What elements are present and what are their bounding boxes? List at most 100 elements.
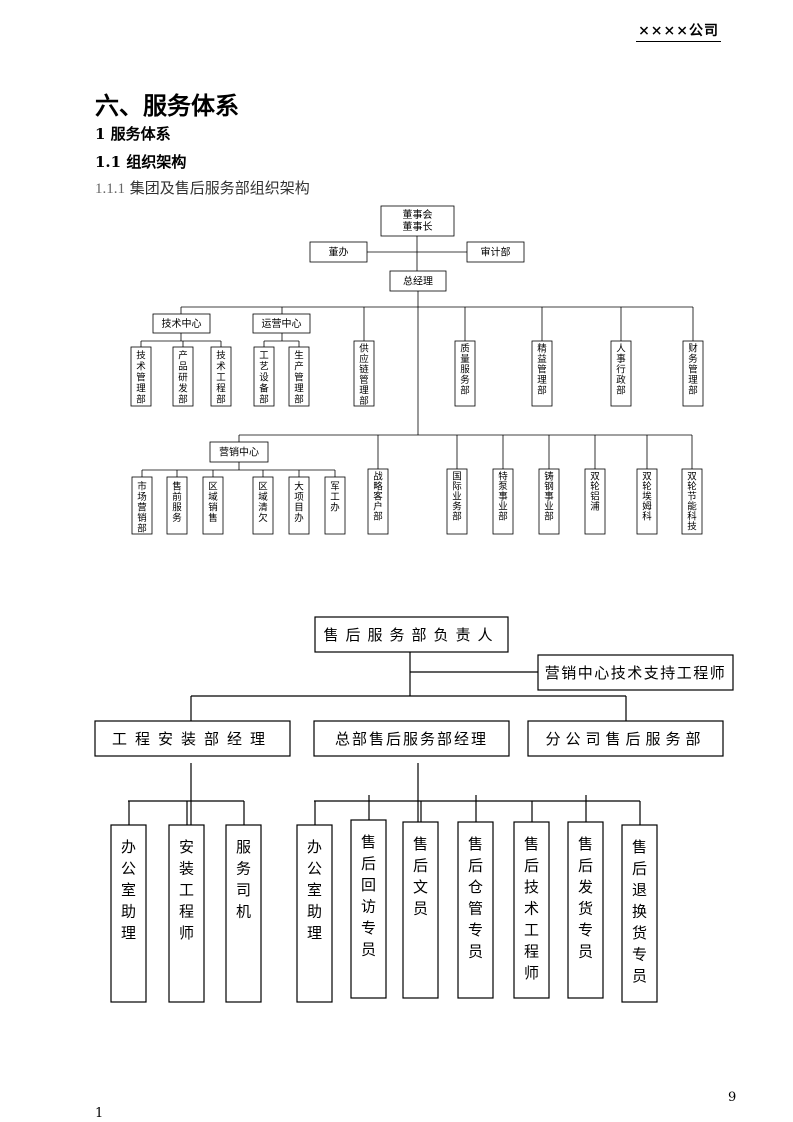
business-unit-box <box>636 468 658 535</box>
sales-unit-box <box>288 476 310 535</box>
tech-unit-char: 产 <box>178 350 188 362</box>
ops-center-label: 运营中心 <box>262 317 302 330</box>
business-unit-char: 姆 <box>642 501 652 513</box>
hq-staff-box <box>350 819 387 999</box>
hq-staff-char: 专 <box>361 919 376 937</box>
tech-unit-char: 部 <box>178 394 188 406</box>
audit-dept-label: 审计部 <box>481 246 511 259</box>
hq-staff-char: 后 <box>524 857 539 875</box>
hq-staff-char: 后 <box>632 860 647 878</box>
sales-unit-char: 市 <box>137 481 147 493</box>
hq-after-sales-manager-box <box>313 720 510 757</box>
business-unit-box <box>681 468 703 535</box>
dept-box <box>353 340 375 407</box>
dept-char: 财 <box>688 343 698 355</box>
tech-support-engineer-box <box>537 654 734 691</box>
business-unit-char: 部 <box>498 511 508 523</box>
tech-unit-char: 技 <box>136 350 146 362</box>
hq-staff-char: 访 <box>361 898 376 916</box>
hq-after-sales-manager-label: 总部售后服务部经理 <box>335 730 488 748</box>
dept-char: 务 <box>460 374 470 386</box>
tech-center-box <box>152 313 211 334</box>
sales-unit-char: 区 <box>258 482 268 493</box>
sales-unit-char: 域 <box>258 491 268 503</box>
dept-char: 部 <box>616 385 626 397</box>
tech-unit-char: 程 <box>216 384 226 395</box>
install-staff-char: 理 <box>121 924 136 942</box>
tech-unit-box <box>172 346 194 407</box>
business-unit-char: 钢 <box>544 481 554 493</box>
board-office-box <box>309 241 368 263</box>
tech-unit-box <box>130 346 152 407</box>
install-staff-char: 司 <box>236 881 251 899</box>
sales-unit-char: 营 <box>137 502 147 514</box>
sales-center-label: 营销中心 <box>219 446 259 459</box>
business-unit-char: 能 <box>687 501 697 513</box>
hq-staff-char: 发 <box>578 878 593 896</box>
hq-staff-char: 售 <box>632 838 647 856</box>
install-staff-box <box>225 824 262 1003</box>
ops-center-box <box>252 313 311 334</box>
business-unit-char: 际 <box>452 482 462 493</box>
dept-box <box>610 340 632 407</box>
hq-staff-char: 技 <box>524 878 539 896</box>
hq-staff-char: 员 <box>578 943 593 961</box>
business-unit-box <box>584 468 606 535</box>
install-staff-char: 公 <box>121 860 136 878</box>
sales-unit-box <box>131 476 153 535</box>
tech-unit-char: 工 <box>216 373 226 384</box>
hq-staff-char: 回 <box>361 876 376 894</box>
business-unit-char: 技 <box>687 521 697 533</box>
business-unit-char: 轮 <box>687 481 697 493</box>
business-unit-box <box>446 468 468 535</box>
ops-unit-char: 工 <box>259 351 269 362</box>
business-unit-char: 部 <box>373 511 383 523</box>
ops-unit-char: 生 <box>294 350 304 362</box>
business-unit-char: 事 <box>498 491 508 503</box>
business-unit-char: 国 <box>452 472 462 483</box>
install-staff-char: 机 <box>236 903 251 921</box>
tech-unit-char: 品 <box>178 362 188 373</box>
hq-staff-char: 员 <box>632 967 647 985</box>
business-unit-char: 轮 <box>590 481 600 493</box>
sales-unit-box <box>252 476 274 535</box>
hq-staff-char: 术 <box>524 900 539 918</box>
sales-unit-box <box>166 476 188 535</box>
hq-staff-char: 退 <box>632 881 647 899</box>
business-unit-char: 科 <box>687 511 697 523</box>
hq-staff-box <box>621 824 658 1003</box>
business-unit-char: 轮 <box>642 481 652 493</box>
business-unit-char: 浦 <box>590 501 600 513</box>
figure-heading: 1.1.1 集团及售后服务部组织架构 <box>95 177 310 198</box>
hq-staff-char: 售 <box>468 835 483 853</box>
business-unit-box <box>538 468 560 535</box>
hq-staff-char: 员 <box>413 900 428 918</box>
hq-staff-char: 货 <box>578 900 593 918</box>
business-unit-char: 业 <box>452 492 462 503</box>
audit-dept-box <box>466 241 525 263</box>
install-manager-label: 工程安装部经理 <box>112 730 273 748</box>
section-heading: 六、服务体系 <box>95 91 239 120</box>
dept-char: 部 <box>359 395 369 407</box>
sales-unit-char: 欠 <box>258 512 268 524</box>
tech-unit-char: 部 <box>136 394 146 406</box>
board-label: 董事长 <box>403 220 433 233</box>
dept-char: 理 <box>359 386 369 397</box>
tech-unit-box <box>210 346 232 407</box>
install-staff-char: 程 <box>179 903 194 921</box>
business-unit-char: 铸 <box>544 471 554 483</box>
sales-unit-char: 域 <box>208 491 218 503</box>
dept-char: 行 <box>616 364 626 376</box>
hq-staff-char: 货 <box>632 924 647 942</box>
business-unit-char: 部 <box>452 511 462 523</box>
board-office-label: 董办 <box>329 246 349 259</box>
after-sales-org-chart: 售后服务部负责人营销中心技术支持工程师工程安装部经理总部售后服务部经理分公司售后… <box>94 616 734 1003</box>
sales-unit-char: 部 <box>137 523 147 535</box>
board-label: 董事会 <box>403 208 433 221</box>
business-unit-char: 略 <box>373 481 383 493</box>
hq-staff-char: 师 <box>524 964 539 982</box>
business-unit-char: 科 <box>642 511 652 523</box>
sales-unit-char: 项 <box>294 492 304 503</box>
dept-char: 管 <box>688 364 698 376</box>
branch-after-sales-box <box>527 720 724 757</box>
